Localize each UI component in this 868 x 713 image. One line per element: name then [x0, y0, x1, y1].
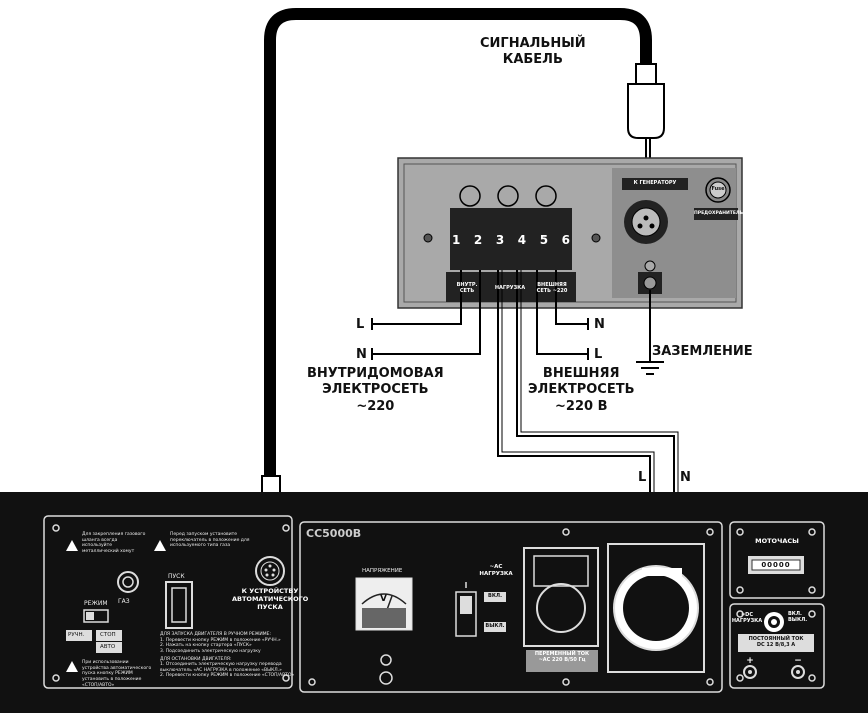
- to-generator-label: К ГЕНЕРАТОРУ: [633, 180, 677, 186]
- dc-load-label: =DC НАГРУЗКА: [731, 612, 763, 624]
- terminal-4: 4: [517, 233, 527, 247]
- auto-start-socket-label: К УСТРОЙСТВУ АВТОМАТИЧЕСКОГО ПУСКА: [232, 587, 309, 611]
- outlet-l-label: L: [638, 470, 647, 485]
- terminal-5: 5: [539, 233, 549, 247]
- signal-cable: [264, 8, 652, 480]
- ground-symbol: [636, 361, 664, 375]
- terminal-numbers: 1 2 3 4 5 6: [452, 233, 570, 247]
- hour-meter-label: МОТОЧАСЫ: [755, 537, 799, 545]
- model-label: CC5000B: [306, 527, 362, 540]
- outlet-n-label: N: [680, 470, 691, 485]
- wire-ends: [371, 318, 589, 360]
- stop-label: СТОП: [100, 632, 116, 638]
- wire-n-right: N: [594, 317, 605, 332]
- generator-panel: [0, 492, 868, 713]
- manual-start-instructions: ДЛЯ ЗАПУСКА ДВИГАТЕЛЯ В РУЧНОМ РЕЖИМЕ: 1…: [160, 632, 295, 679]
- terminal-3: 3: [495, 233, 505, 247]
- terminal-2: 2: [473, 233, 483, 247]
- transfer-switch-box: [397, 157, 743, 309]
- terminal-6: 6: [561, 233, 570, 247]
- start-label: ПУСК: [168, 573, 185, 580]
- internal-tag: ВНУТР. СЕТЬ: [456, 282, 478, 294]
- wire-l-right: L: [594, 347, 603, 362]
- mode-label: РЕЖИМ: [84, 600, 108, 607]
- load-tag: НАГРУЗКА: [494, 285, 526, 291]
- terminal-1: 1: [452, 233, 461, 247]
- dc-plus-label: +: [746, 656, 754, 666]
- wire-l-left: L: [356, 317, 365, 332]
- grounding-label: ЗАЗЕМЛЕНИЕ: [652, 344, 753, 359]
- dc-switch-labels: ВКЛ. ВЫКЛ.: [788, 611, 808, 623]
- warning-gas-type: Перед запуском установите переключатель …: [170, 532, 250, 549]
- hour-meter-display: 00000: [761, 561, 791, 569]
- ac-off-label: ВЫКЛ.: [485, 623, 505, 629]
- internal-network-label: ВНУТРИДОМОВАЯ ЭЛЕКТРОСЕТЬ ~220: [307, 366, 444, 414]
- ac-output-label: ПЕРЕМЕННЫЙ ТОК ~АС 220 В/50 Гц: [534, 651, 590, 663]
- fuse-caption: ПРЕДОХРАНИТЕЛЬ: [694, 211, 744, 216]
- dc-minus-label: −: [794, 656, 802, 666]
- ac-load-label: ~АС НАГРУЗКА: [479, 564, 513, 577]
- manual-label: РУЧН.: [68, 632, 85, 638]
- dc-output-label: ПОСТОЯННЫЙ ТОК DC 12 В/8,3 А: [748, 636, 804, 648]
- voltmeter-unit: V: [380, 594, 387, 604]
- voltage-label: НАПРЯЖЕНИЕ: [362, 568, 403, 574]
- auto-label: АВТО: [100, 644, 116, 650]
- auto-mode-warning: При использовании устройства автоматичес…: [82, 660, 152, 688]
- fuse-icon: Fuse: [711, 186, 725, 192]
- gas-label: ГАЗ: [118, 598, 130, 605]
- external-network-label: ВНЕШНЯЯ ЭЛЕКТРОСЕТЬ ~220 В: [528, 366, 635, 414]
- warning-gas-hose: Для закрепления газового шланга всегда и…: [82, 532, 146, 554]
- signal-cable-label: СИГНАЛЬНЫЙ КАБЕЛЬ: [480, 36, 586, 68]
- external-tag: ВНЕШНЯЯ СЕТЬ ~220: [536, 282, 568, 294]
- ac-on-label: ВКЛ.: [488, 593, 502, 599]
- wire-n-left: N: [356, 347, 367, 362]
